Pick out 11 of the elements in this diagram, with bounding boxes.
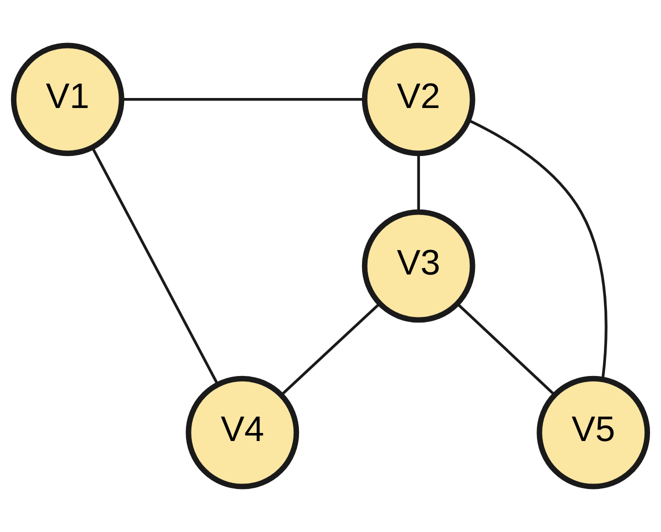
connector — [468, 119, 608, 380]
node-circle: V5 — [536, 376, 650, 490]
connector — [122, 98, 364, 101]
connector — [417, 154, 420, 212]
node-circle: V3 — [362, 209, 476, 323]
node-circle: V4 — [186, 376, 300, 490]
connector — [456, 302, 556, 396]
node-circle: V2 — [362, 42, 476, 156]
connector — [91, 146, 219, 385]
connector — [280, 302, 380, 396]
node-circle: V1 — [10, 42, 124, 156]
